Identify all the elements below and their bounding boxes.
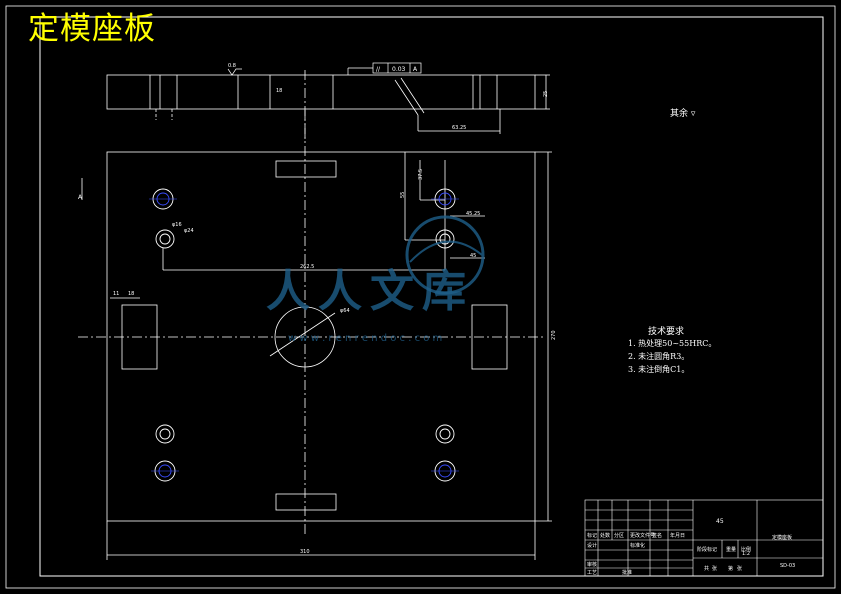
main-plan-view [78,110,552,560]
tb-label-10: 批准 [622,570,633,576]
tb-label-16: 第 [728,566,734,572]
surface-note: 其余 ▿ [670,106,695,119]
tb-label-1: 处数 [600,533,611,539]
dim-hole: φ16 [172,222,182,228]
tb-label-11: 阶段标记 [697,547,718,553]
side-section-view [106,70,550,140]
dim-45a: 45.25 [466,211,480,217]
tb-label-9: 工艺 [587,570,598,576]
datum-label: A [78,194,83,201]
watermark-text: 人人文库 [266,266,474,317]
hole-br1 [435,424,455,444]
dim-side-18: 18 [128,291,134,297]
dim-45b: 45 [470,253,476,259]
tech-requirement-1: 1. 热处理50~55HRC。 [628,339,717,348]
tolerance-datum: A [413,66,418,73]
tolerance-frame [347,62,422,75]
hole-bl2 [151,460,179,482]
tech-requirement-2: 2. 未注圆角R3。 [628,352,690,361]
dim-width-bottom: 310 [300,549,310,555]
outer-border [5,5,836,589]
title-block-part-name: 定模座板 [772,535,793,541]
tb-label-15: 张 [712,566,718,572]
tb-label-5: 年月日 [670,533,686,539]
tb-label-12: 重量 [726,547,737,553]
watermark-url: w w w . r e n r e n d o c . c o m [288,333,443,344]
tb-label-4: 签名 [652,533,663,539]
hole-br2 [431,460,459,482]
tb-label-8: 审核 [587,562,598,568]
watermark-logo [405,215,485,295]
tolerance-symbol: // [376,66,381,73]
tb-label-6: 设计 [587,543,598,549]
holes [149,188,459,482]
tech-requirement-3: 3. 未注倒角C1。 [628,365,690,374]
hole-mr [435,229,455,249]
tb-label-7: 标准化 [630,543,646,549]
tb-label-14: 共 [704,566,710,572]
tech-requirements-title: 技术要求 [648,327,685,337]
title-block [584,499,824,577]
hole-ml [155,229,175,249]
dim-top-step: 18 [276,88,282,94]
dim-span: 262.5 [300,264,314,270]
title-block-drawing-no: SD-03 [780,563,796,569]
dim-55: 55 [400,192,406,198]
hole-tl [149,188,177,210]
hole-bl1 [155,424,175,444]
roughness-value: 0.8 [228,63,236,69]
roughness-symbol [227,68,242,76]
dim-offset-63: 63.25 [452,125,466,131]
dim-hole2: φ24 [184,228,194,234]
dim-top-thickness: 25 [543,91,549,97]
title-block-material: 45 [716,518,724,525]
hole-tr [431,188,459,210]
dim-side-11: 11 [113,291,119,297]
dim-height-right: 270 [551,330,557,340]
tb-label-2: 分区 [614,533,625,539]
roughness-check-icon: ▿ [688,109,696,119]
drawing-title: 定模座板 [28,11,156,47]
tb-label-0: 标记 [587,533,598,539]
tb-label-3: 更改文件号 [630,533,656,539]
inner-frame [39,16,824,577]
surface-note-text: 其余 [670,109,689,119]
tolerance-value: 0.03 [392,66,406,73]
dim-center-hole: φ64 [340,308,350,314]
tb-label-13: 比例 [741,547,752,553]
tb-label-17: 张 [737,566,743,572]
dim-37: 37.5 [418,169,424,180]
tb-scale-value: 1:2 [742,551,751,557]
